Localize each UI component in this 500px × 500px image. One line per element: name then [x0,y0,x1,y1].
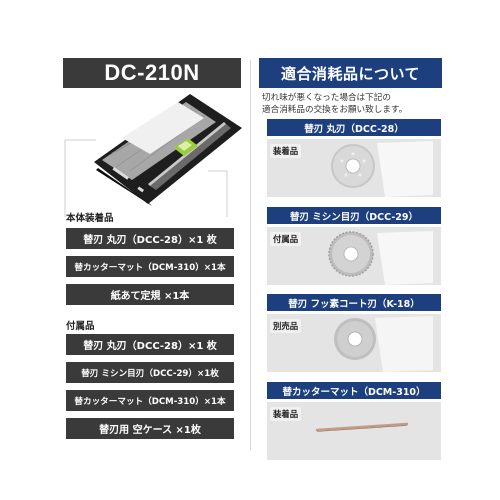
product-card-cutter-mat: 装着品 [267,402,441,460]
column-divider [250,60,251,450]
included-item-paper-ruler: 紙あて定規 ×1本 [66,284,234,305]
replacement-note: 切れ味が悪くなった場合は下記の 適合消耗品の交換をお願い致します。 [262,92,446,116]
product-title-round-blade: 替刃 丸刃（DCC-28） [267,119,441,136]
cutter-mat-image [315,422,409,432]
product-badge-perforation-blade: 付属品 [270,232,302,246]
consumables-title: 適合消耗品について [259,58,442,88]
accessory-item-empty-case: 替刃用 空ケース ×1枚 [66,418,234,439]
product-card-round-blade: 装着品 [267,139,441,197]
model-title: DC-210N [63,58,241,88]
included-label: 本体装着品 [66,213,114,224]
paper-cutter-image [94,94,242,206]
product-title-fluorine-blade: 替刃 フッ素コート刃（K-18） [267,294,441,311]
note-line-2: 適合消耗品の交換をお願い致します。 [262,105,408,115]
accessories-label: 付属品 [66,321,95,332]
included-item-mat-dcm310: 替カッターマット（DCM-310）×1本 [66,256,234,277]
product-title-perforation-blade: 替刃 ミシン目刃（DCC-29） [267,207,441,224]
note-line-1: 切れ味が悪くなった場合は下記の [262,93,391,103]
product-title-cutter-mat: 替カッターマット（DCM-310） [267,382,441,399]
product-card-fluorine-blade: 別売品 [267,314,441,372]
accessory-item-mat-dcm310: 替カッターマット（DCM-310）×1本 [66,390,234,411]
product-badge-round-blade: 装着品 [270,144,302,158]
perforation-blade-image [328,231,433,285]
product-badge-cutter-mat: 装着品 [270,407,302,421]
product-badge-fluorine-blade: 別売品 [270,319,302,333]
fluorine-blade-image [334,316,433,372]
component-bracket [64,139,228,217]
included-item-blade-dcc28: 替刃 丸刃（DCC-28）×1 枚 [66,228,234,249]
accessory-item-blade-dcc28: 替刃 丸刃（DCC-28）×1 枚 [66,334,234,355]
product-card-perforation-blade: 付属品 [267,227,441,285]
accessory-item-perforation-dcc29: 替刃 ミシン目刃（DCC-29）×1枚 [66,362,234,383]
round-blade-image [331,141,433,197]
